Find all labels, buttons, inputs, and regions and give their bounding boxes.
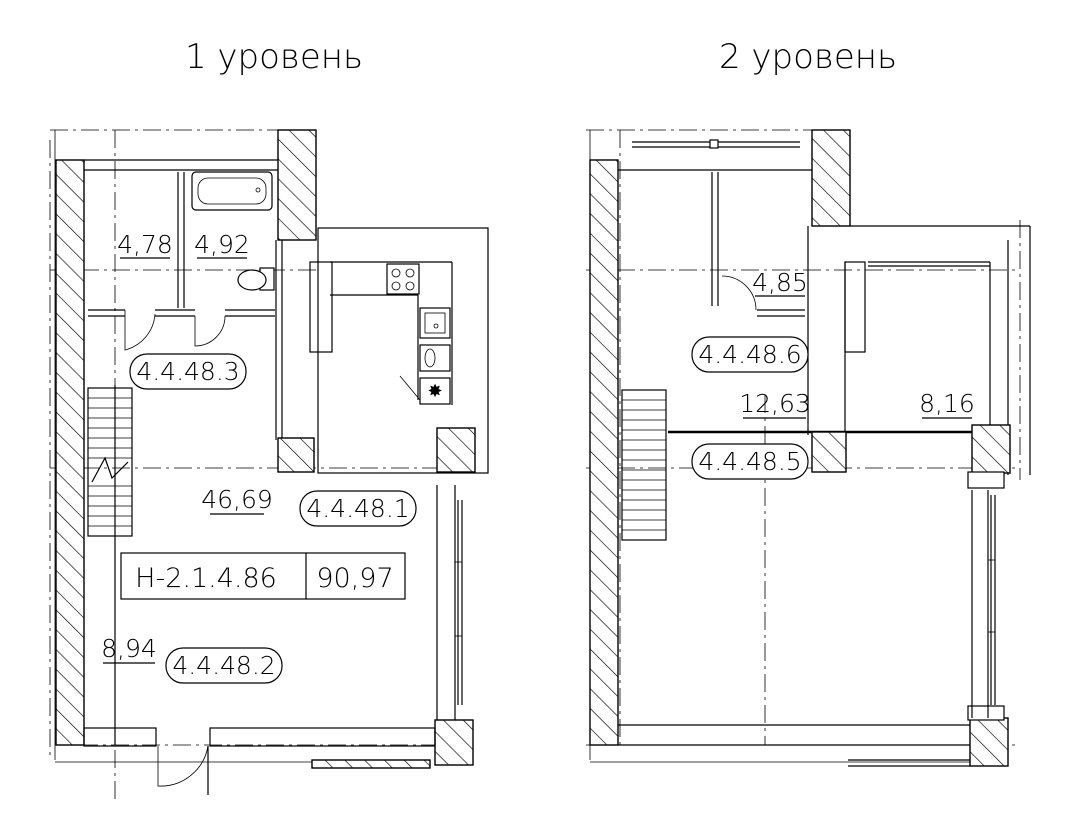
room-id-tag — [299, 490, 417, 527]
hob — [386, 263, 420, 295]
apartment-id: Н-2.1.4.86 — [135, 563, 277, 594]
entry-door — [157, 745, 209, 787]
room-id: 4.4.48.1 — [306, 494, 409, 523]
area-label: 4,78 — [117, 230, 173, 259]
level-1-title: 1 уровень — [185, 37, 363, 77]
staircase-2 — [621, 389, 667, 541]
room-id-tag — [691, 443, 809, 480]
column-3 — [969, 717, 1009, 767]
area-label: 4,92 — [194, 230, 250, 259]
apartment-area: 90,97 — [316, 563, 393, 594]
area-label: 8,16 — [919, 389, 975, 418]
room-id-tag — [165, 647, 283, 684]
bathtub — [191, 171, 273, 211]
column-1 — [811, 431, 847, 473]
sink — [419, 307, 451, 339]
area-label: 46,69 — [201, 485, 273, 514]
column-1 — [277, 437, 315, 473]
exterior-wall-left — [589, 159, 619, 746]
fan-unit — [419, 377, 451, 405]
room-id: 4.4.48.2 — [172, 651, 275, 680]
balcony-rail — [311, 759, 431, 769]
level-1-plan: ✸ — [49, 129, 489, 800]
column-2 — [436, 427, 476, 473]
apartment-stamp: Н-2.1.4.86 90,97 — [120, 552, 406, 600]
exterior-wall-top — [277, 129, 317, 241]
door-swing-1 — [124, 310, 156, 351]
area-label: 12,63 — [739, 389, 811, 418]
room-id: 4.4.48.5 — [698, 447, 801, 476]
room-id: 4.4.48.6 — [698, 340, 801, 369]
room-id-tag — [129, 353, 247, 390]
room-id-tag — [691, 336, 809, 373]
area-label: 4,85 — [752, 268, 808, 297]
level-2-plan — [586, 129, 1031, 767]
column-3 — [434, 719, 474, 766]
column-2 — [971, 424, 1011, 474]
svg-text:✸: ✸ — [427, 381, 442, 402]
door-swing-2 — [194, 315, 226, 347]
staircase-1 — [87, 387, 133, 537]
exterior-wall-left — [55, 159, 85, 746]
exterior-wall-top — [811, 129, 851, 227]
level-2-title: 2 уровень — [719, 37, 897, 77]
area-label: 8,94 — [101, 634, 157, 663]
room-id: 4.4.48.3 — [136, 357, 239, 386]
